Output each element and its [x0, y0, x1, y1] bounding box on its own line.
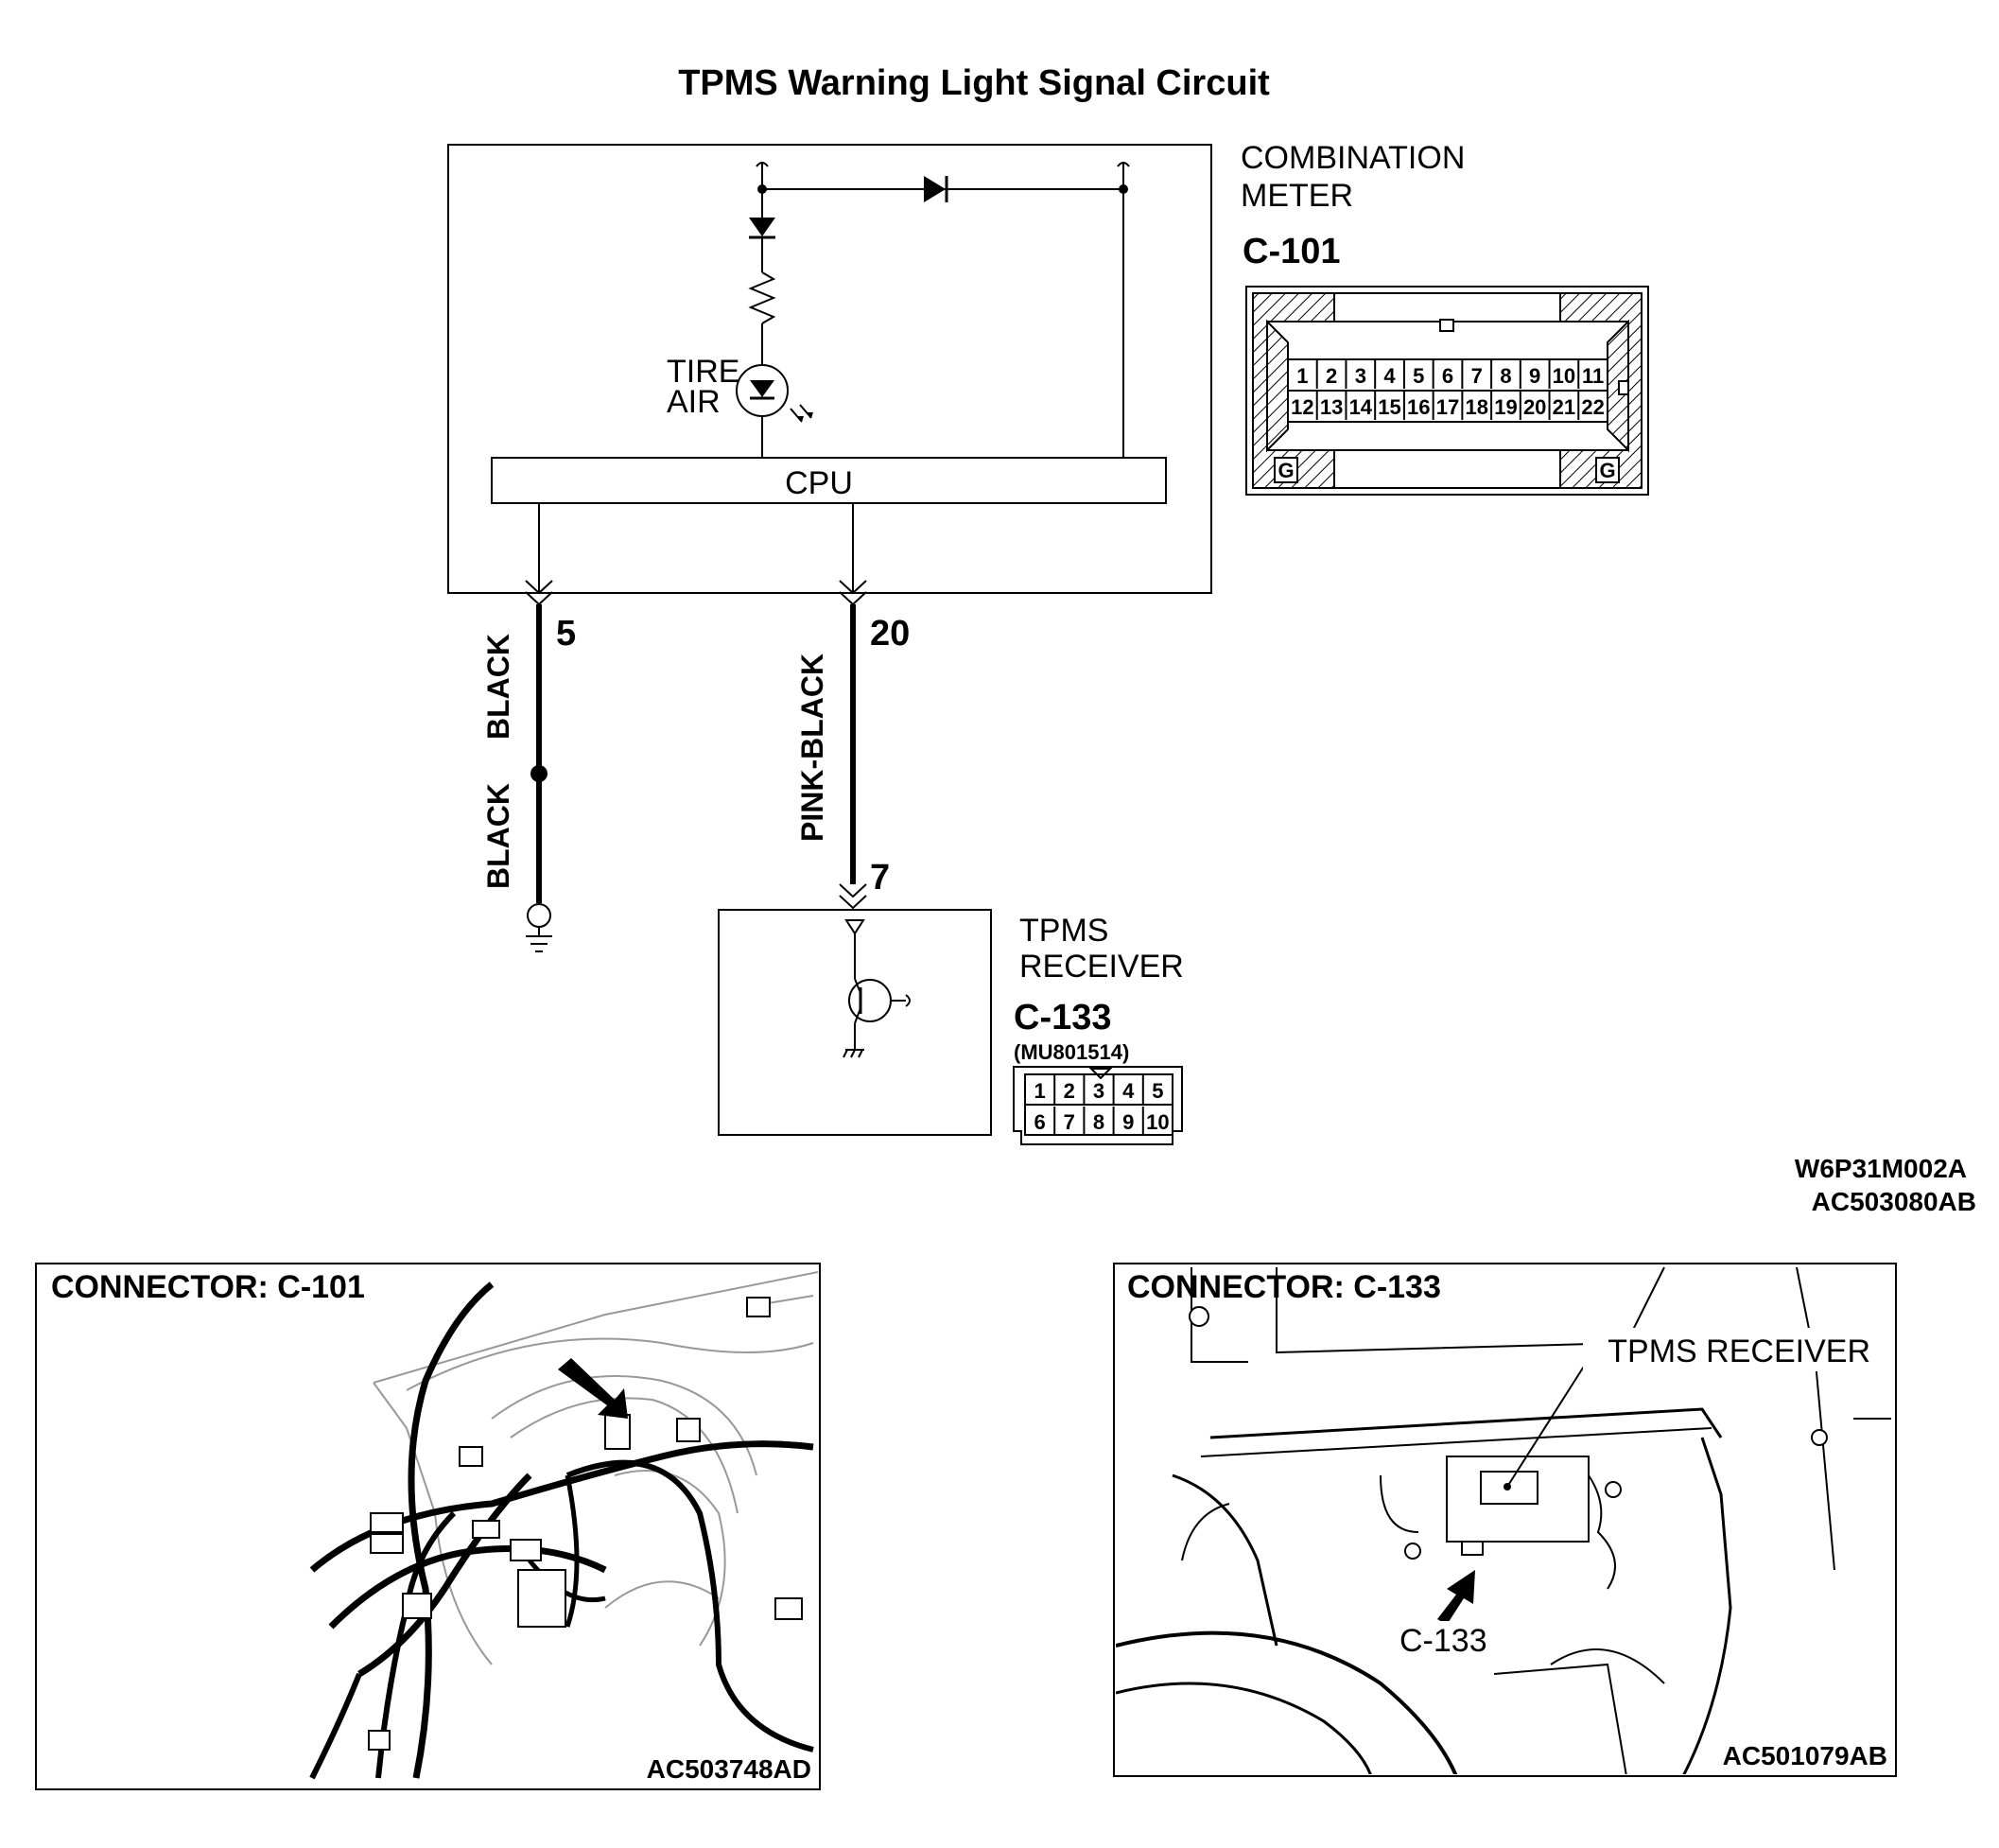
connector-pin: 8 — [1093, 1110, 1104, 1134]
callout-tpms-receiver: TPMS RECEIVER — [1608, 1334, 1870, 1369]
wire-right-color: PINK-BLACK — [795, 654, 829, 842]
lamp-label-tire: TIRE — [667, 354, 739, 390]
tpms-receiver-block — [718, 909, 992, 1136]
panel-right-title: CONNECTOR: C-133 — [1127, 1269, 1441, 1305]
wire-left-lower-color: BLACK — [481, 783, 515, 889]
resistor-icon — [748, 271, 776, 324]
wire-right-pin: 20 — [870, 614, 910, 654]
connector-pin: 9 — [1529, 364, 1540, 388]
tpms-receiver-name-2: RECEIVER — [1019, 949, 1184, 985]
diagram-title: TPMS Warning Light Signal Circuit — [678, 63, 1270, 103]
cpu-label: CPU — [785, 465, 853, 501]
tire-air-warning-lamp-icon — [736, 364, 813, 423]
diagram-code-2: AC503080AB — [1812, 1187, 1976, 1216]
wire-left-pin: 5 — [556, 614, 576, 654]
combination-meter-name-2: METER — [1241, 178, 1353, 214]
combination-meter-block: TIRE AIR CPU — [447, 144, 1212, 594]
connector-pin: 2 — [1326, 364, 1337, 388]
callout-c133: C-133 — [1399, 1623, 1487, 1659]
connector-pin: 16 — [1407, 395, 1430, 419]
wire-right-pink-black — [839, 580, 867, 910]
cpu-box — [491, 457, 1167, 504]
panel-connector-c101: CONNECTOR: C-101 AC503748AD — [35, 1263, 821, 1790]
tpms-receiver-name-1: TPMS — [1019, 913, 1108, 949]
connector-pin: 3 — [1093, 1079, 1104, 1103]
connector-c133-part-number: (MU801514) — [1014, 1040, 1129, 1064]
arrow-pointer-icon-c133 — [1437, 1570, 1475, 1625]
connector-pin: 6 — [1034, 1110, 1045, 1134]
connector-pin: 11 — [1582, 364, 1604, 388]
splice-point-icon — [530, 765, 548, 782]
ground-icon — [527, 903, 551, 928]
panel-right-code: AC501079AB — [1723, 1741, 1887, 1770]
connector-pin: 1 — [1034, 1079, 1045, 1103]
diode-vertical-icon — [749, 218, 775, 239]
connector-pin: 7 — [1471, 364, 1483, 388]
ground-mark-right: G — [1599, 459, 1615, 482]
wire-left-black — [525, 580, 553, 952]
connector-pin: 5 — [1152, 1079, 1163, 1103]
connector-pin: 6 — [1442, 364, 1453, 388]
connector-pin: 17 — [1436, 395, 1459, 419]
transistor-icon — [848, 978, 911, 1024]
wire-left-upper-color: BLACK — [481, 634, 515, 740]
connector-pin: 10 — [1553, 364, 1575, 388]
connector-c101-id: C-101 — [1243, 232, 1341, 271]
panel-connector-c133: CONNECTOR: C-133 TPMS RECEIVER C-133 AC5… — [1113, 1263, 1897, 1777]
panel-left-title: CONNECTOR: C-101 — [51, 1269, 365, 1305]
receiver-pin: 7 — [870, 858, 890, 898]
connector-pin: 10 — [1146, 1110, 1169, 1134]
connector-pin: 12 — [1291, 395, 1313, 419]
connector-pin: 19 — [1494, 395, 1517, 419]
ground-mark-left: G — [1278, 459, 1294, 482]
diagram-code-1: W6P31M002A — [1795, 1154, 1967, 1183]
connector-pin: 15 — [1378, 395, 1400, 419]
connector-pin: 13 — [1320, 395, 1343, 419]
panel-left-code: AC503748AD — [647, 1754, 811, 1784]
connector-pin: 7 — [1064, 1110, 1075, 1134]
connector-pin: 21 — [1553, 395, 1575, 419]
diode-horizontal-icon — [924, 176, 948, 202]
connector-pin: 8 — [1500, 364, 1511, 388]
connector-pin: 5 — [1413, 364, 1424, 388]
combination-meter-name-1: COMBINATION — [1241, 140, 1465, 176]
connector-pin: 4 — [1383, 364, 1396, 388]
connector-pin: 20 — [1523, 395, 1546, 419]
connector-pin: 1 — [1296, 364, 1308, 388]
connector-pin: 3 — [1355, 364, 1366, 388]
lamp-label-air: AIR — [667, 384, 721, 420]
connector-pin: 2 — [1064, 1079, 1075, 1103]
dashboard-harness-illustration — [309, 1271, 818, 1780]
arrow-pointer-icon — [558, 1358, 628, 1419]
connector-pin: 14 — [1349, 395, 1373, 419]
connector-pin: 9 — [1122, 1110, 1134, 1134]
connector-c133-id: C-133 — [1014, 998, 1112, 1037]
connector-pin: 4 — [1122, 1079, 1135, 1103]
connector-pin: 22 — [1581, 395, 1604, 419]
connector-pin: 18 — [1465, 395, 1487, 419]
